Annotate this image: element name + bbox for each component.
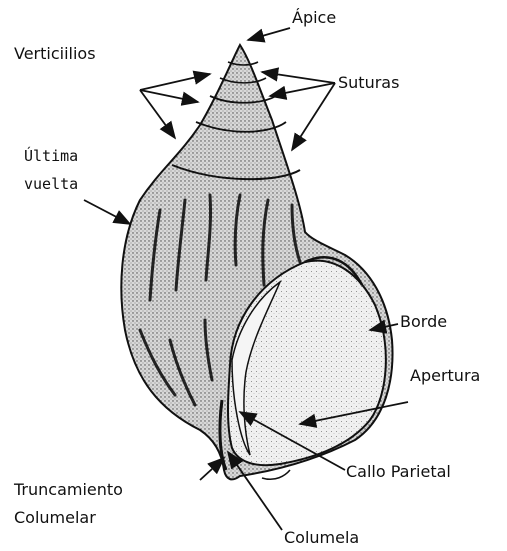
label-borde: Borde bbox=[400, 312, 447, 332]
label-callo-parietal: Callo Parietal bbox=[346, 462, 451, 482]
label-ultima-vuelta-line2: vuelta bbox=[24, 174, 78, 194]
label-apertura: Apertura bbox=[410, 366, 480, 386]
label-truncamiento-line2: Columelar bbox=[14, 508, 96, 528]
label-ultima-vuelta-line1: Última bbox=[24, 146, 78, 166]
label-suturas: Suturas bbox=[338, 73, 399, 93]
label-truncamiento-line1: Truncamiento bbox=[14, 480, 123, 500]
label-verticilios: Verticiilios bbox=[14, 44, 96, 64]
label-apice: Ápice bbox=[292, 8, 336, 28]
label-columela: Columela bbox=[284, 528, 359, 548]
